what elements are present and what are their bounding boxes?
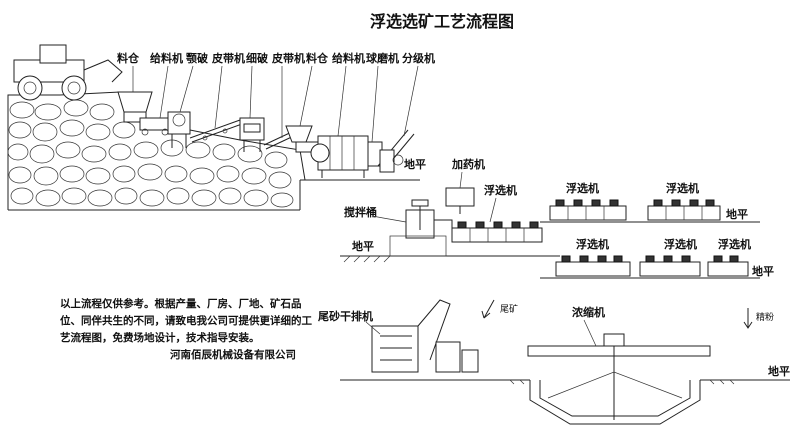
leader-doser — [459, 171, 463, 189]
label-bin-1: 料仓 — [117, 51, 140, 65]
ground-2 — [340, 235, 560, 263]
flotation-row-1 — [451, 221, 543, 243]
thickener — [527, 333, 711, 425]
note-line-1: 以上流程仅供参考。根据产量、厂房、厂地、矿石品 — [60, 298, 302, 310]
label-ground-4: 地平 — [752, 264, 774, 278]
belt-conveyor-1 — [189, 119, 243, 143]
flotation-row-3 — [540, 255, 760, 279]
label-tailing: 尾矿 — [500, 303, 518, 315]
label-flotation-5: 浮选机 — [664, 237, 697, 251]
dosing-machine — [445, 187, 475, 214]
flotation-row-2 — [540, 199, 760, 223]
label-flotation-4: 浮选机 — [576, 237, 609, 251]
label-ground-2: 地平 — [352, 239, 374, 253]
tailing-arrow — [483, 299, 495, 319]
label-flotation-1: 浮选机 — [484, 183, 517, 197]
concentrate-arrow — [743, 308, 753, 329]
leader-lines-top — [132, 65, 419, 143]
ground-5 — [340, 379, 790, 385]
note-line-3: 艺流程图，免费场地设计，技术指导安装。 — [60, 332, 260, 344]
rock-ground — [7, 91, 420, 211]
label-fine-crusher: 细破 — [246, 51, 268, 65]
leader-tank — [371, 215, 407, 223]
label-jaw-crusher: 颚破 — [186, 51, 208, 65]
label-doser: 加药机 — [451, 157, 485, 171]
diagram-title: 浮选选矿工艺流程图 — [370, 12, 514, 31]
label-agitation-tank: 搅拌桶 — [344, 205, 377, 219]
label-ball-mill: 球磨机 — [366, 51, 399, 65]
agitation-tank — [405, 199, 453, 239]
label-dryer: 尾砂干排机 — [317, 309, 373, 323]
label-flotation-3: 浮选机 — [666, 181, 699, 195]
label-concentrate: 精粉 — [756, 311, 774, 323]
label-classifier: 分级机 — [402, 51, 435, 65]
tailing-arrowhead — [481, 310, 491, 319]
wheel-loader — [13, 44, 123, 101]
label-ground-5: 地平 — [768, 364, 790, 378]
label-thickener: 浓缩机 — [572, 305, 605, 319]
label-ground-1: 地平 — [404, 157, 426, 171]
label-flotation-2: 浮选机 — [566, 181, 599, 195]
bin-1 — [117, 91, 153, 123]
tailing-dryer — [371, 299, 479, 373]
company-name: 河南佰辰机械设备有限公司 — [170, 349, 296, 361]
label-ground-3: 地平 — [726, 207, 748, 221]
feeder-1 — [139, 117, 171, 136]
label-flotation-6: 浮选机 — [718, 237, 751, 251]
ball-mill — [310, 135, 383, 178]
bin-2 — [285, 125, 313, 143]
process-note: 以上流程仅供参考。根据产量、厂房、厂地、矿石品 位、同伴共生的不同，请致电我公司… — [60, 296, 312, 364]
label-feeder-2: 给料机 — [332, 51, 365, 65]
fine-crusher — [239, 117, 265, 152]
leader-dryer — [365, 321, 381, 335]
label-bin-2: 料仓 — [306, 51, 329, 65]
label-belt-2: 皮带机 — [271, 51, 305, 65]
label-feeder-1: 给料机 — [150, 51, 183, 65]
label-belt-1: 皮带机 — [211, 51, 245, 65]
spiral-classifier — [377, 129, 415, 173]
leader-thickener — [583, 319, 597, 347]
jaw-crusher — [167, 111, 191, 148]
leader-flot-1 — [489, 197, 497, 223]
note-line-2: 位、同伴共生的不同，请致电我公司可提供更详细的工 — [60, 315, 312, 327]
